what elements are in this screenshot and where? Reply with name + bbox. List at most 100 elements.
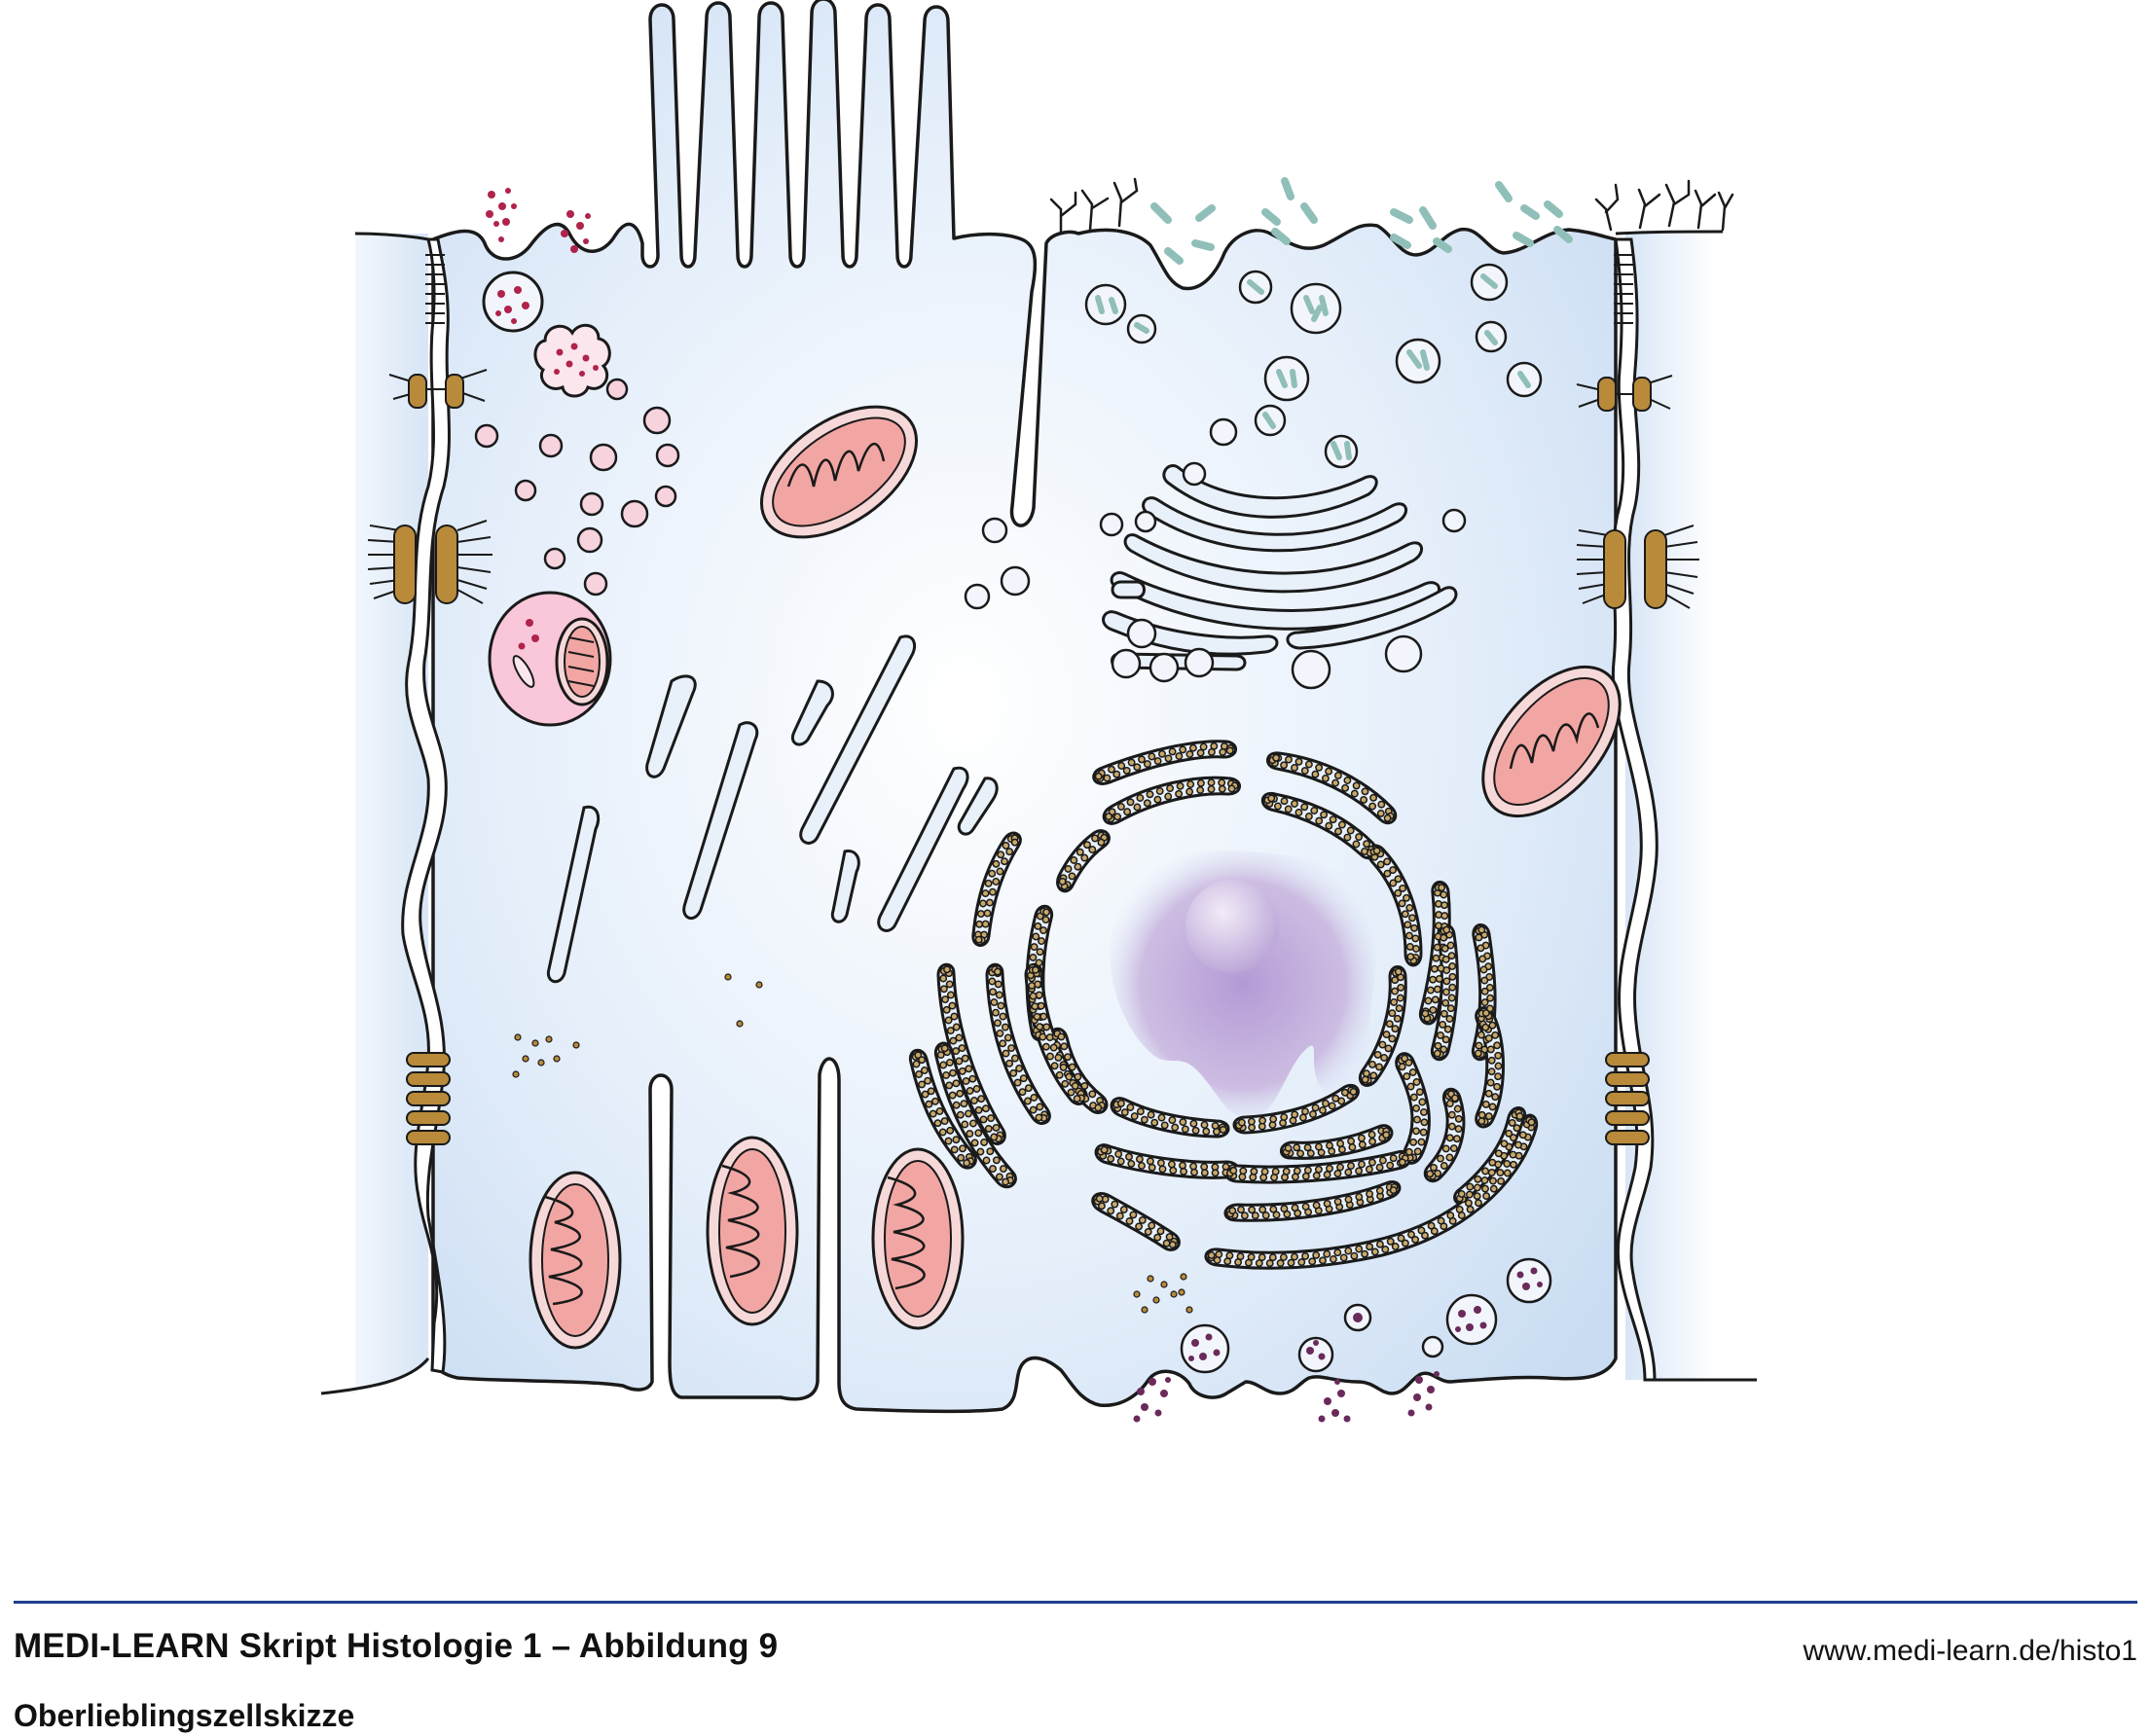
ribosome: [1005, 848, 1014, 856]
autophagosome: [488, 591, 612, 727]
ribosome: [1352, 781, 1361, 790]
ribosome: [1505, 1129, 1513, 1138]
ribosome: [952, 1079, 961, 1088]
ribosome: [945, 980, 954, 989]
ribosome: [1368, 1138, 1377, 1146]
ribosome: [1446, 941, 1455, 950]
ribosome: [935, 1107, 944, 1115]
ribosome: [1437, 1031, 1444, 1039]
ribosome: [1225, 746, 1234, 755]
ribosome: [961, 1054, 969, 1063]
ribosome: [1378, 1156, 1387, 1165]
ribosome: [999, 1012, 1007, 1021]
ribosome: [1042, 1023, 1051, 1031]
ribosome: [1477, 1117, 1486, 1126]
ribosome: [1127, 1159, 1136, 1168]
ribosome: [1033, 1012, 1041, 1021]
ribosome: [1341, 783, 1350, 792]
ribosome: [962, 1077, 970, 1085]
ribosome: [1074, 1072, 1082, 1081]
ribosome: [1394, 875, 1403, 884]
ribosome: [1481, 1167, 1490, 1175]
ribosome: [1237, 1118, 1246, 1127]
ribosome: [1060, 1042, 1069, 1051]
ribosome: [1032, 932, 1040, 941]
ribosome: [1406, 953, 1415, 961]
ribosome: [974, 1105, 983, 1114]
ribosome: [1355, 1167, 1364, 1175]
ribosome: [1097, 838, 1106, 847]
ribosome: [1301, 1172, 1310, 1180]
ribosome: [1480, 987, 1489, 995]
ribosome: [1391, 987, 1400, 995]
ribosome: [1064, 1053, 1072, 1062]
ribosome: [1404, 1147, 1413, 1156]
ribosome: [1213, 1128, 1221, 1136]
ribosome: [1403, 893, 1410, 902]
ribosome: [1247, 1252, 1256, 1261]
ribosome: [1164, 792, 1173, 801]
ribosome: [1375, 1240, 1384, 1248]
ribosome: [995, 991, 1003, 999]
ribosome: [1449, 1144, 1458, 1153]
ribosome: [1405, 903, 1414, 912]
ribosome: [1319, 1106, 1327, 1114]
ribosome: [1185, 787, 1194, 796]
ribosome: [1135, 1222, 1144, 1231]
ribosome: [1494, 1062, 1503, 1070]
ribosome: [1479, 965, 1488, 974]
ribosome: [1088, 1090, 1097, 1099]
ribosome: [1320, 811, 1329, 819]
nucleus: [1110, 850, 1376, 1119]
ribosome: [1440, 933, 1448, 942]
ribosome: [1130, 1112, 1139, 1121]
ribosome: [1041, 916, 1050, 924]
ribosome: [1227, 784, 1236, 793]
ribosome: [1218, 778, 1226, 787]
ribosome: [976, 1147, 985, 1156]
ribosome: [952, 1136, 961, 1144]
ribosome: [1346, 826, 1355, 835]
ribosome: [1369, 793, 1378, 802]
ribosome: [912, 1060, 921, 1068]
vesicle-with-granules-1: [482, 271, 544, 333]
ribosome: [944, 1016, 953, 1025]
ribosome: [1321, 774, 1330, 782]
ribosome: [1091, 834, 1099, 843]
golgi-vesicles: [1099, 461, 1467, 690]
ribosome: [1294, 757, 1303, 766]
ribosome: [944, 1137, 953, 1145]
ribosome: [1304, 813, 1313, 820]
ribosome: [1148, 752, 1156, 761]
ribosome: [1284, 1143, 1293, 1152]
ribosome: [1291, 1110, 1299, 1119]
ribosome: [1162, 1239, 1171, 1248]
ribosome: [1054, 1053, 1063, 1062]
ribosome: [1440, 1009, 1448, 1018]
ribosome: [1329, 815, 1337, 824]
ribosome: [1481, 1184, 1489, 1193]
ribosome: [994, 1019, 1002, 1028]
ribosome: [1322, 1100, 1330, 1107]
ribosome: [1454, 1125, 1463, 1134]
ribosome: [1442, 925, 1451, 934]
ribosome: [1453, 1104, 1462, 1113]
ribosome: [1133, 803, 1142, 812]
ribosome: [1218, 784, 1226, 793]
ribosome: [1419, 1107, 1428, 1116]
ribosome: [1494, 1149, 1503, 1158]
ribosome: [1443, 1025, 1452, 1033]
ribosome: [955, 1033, 964, 1042]
ribosome: [1228, 1207, 1237, 1215]
ribosome: [1211, 1121, 1220, 1130]
ribosome: [966, 1087, 974, 1095]
ribosome: [942, 1005, 951, 1014]
ribosome: [1475, 1199, 1482, 1208]
ribosome: [1399, 884, 1407, 892]
ribosome: [977, 1095, 986, 1103]
ribosome: [1410, 923, 1418, 932]
mitochondrion-basal-3: [871, 1147, 965, 1330]
ribosome: [1514, 1151, 1523, 1160]
ribosome: [1326, 1164, 1333, 1173]
ribosome: [1445, 1015, 1454, 1023]
